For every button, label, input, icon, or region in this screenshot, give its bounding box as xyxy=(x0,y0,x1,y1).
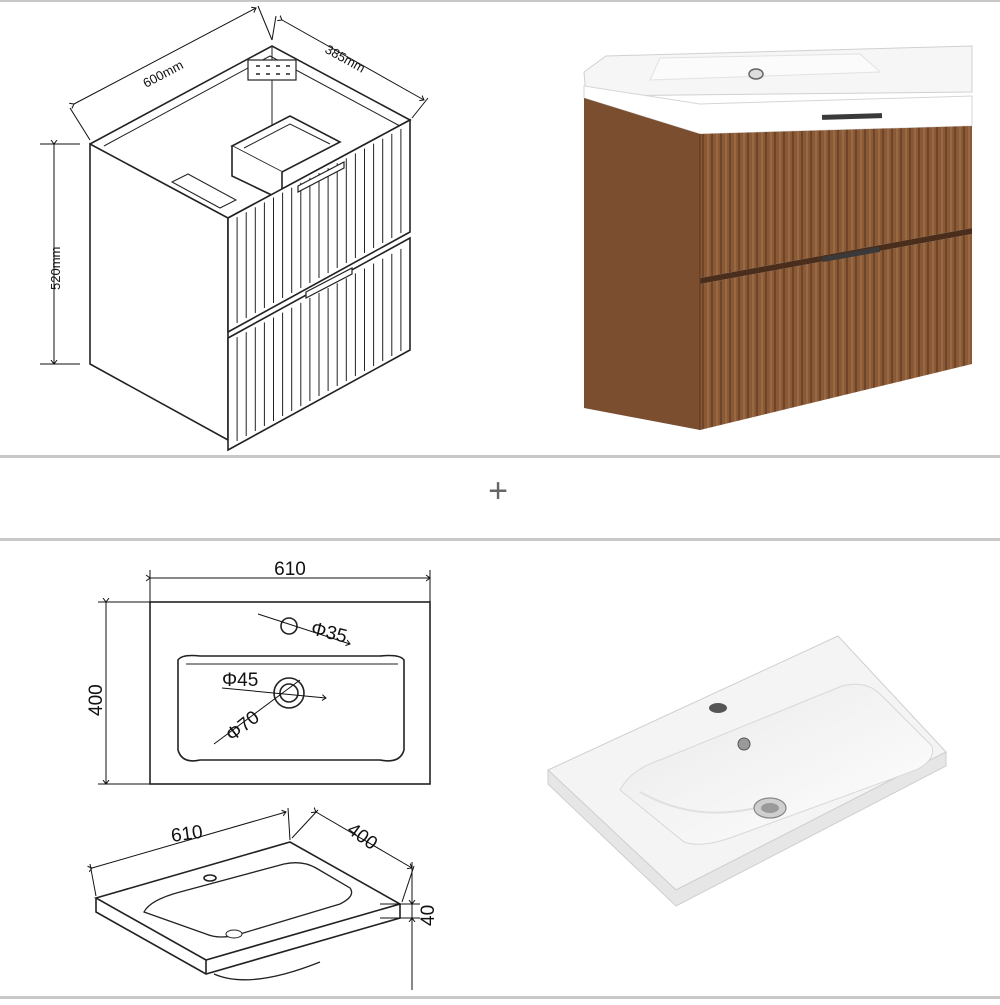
basin-render xyxy=(547,635,947,907)
basin-plan-dimensions xyxy=(98,570,430,784)
top-border xyxy=(0,0,1000,2)
combine-plus: + xyxy=(488,472,508,510)
basin-iso-drawing xyxy=(93,841,403,981)
divider-bottom xyxy=(0,538,1000,541)
basin-iso-dimensions xyxy=(90,808,420,990)
cabinet-dimensions xyxy=(40,5,429,364)
basin-width-label: 610 xyxy=(274,559,306,580)
bottom-border xyxy=(0,996,1000,999)
cabinet-depth-label: 385mm xyxy=(323,42,368,76)
iso-depth-label: 400 xyxy=(343,819,381,855)
basin-plan-drawing xyxy=(149,601,431,785)
cabinet-render xyxy=(583,45,973,430)
divider-top xyxy=(0,455,1000,458)
waste-label: Φ45 xyxy=(222,670,258,691)
iso-width-label: 610 xyxy=(170,822,204,847)
basin-depth-label: 400 xyxy=(86,684,107,716)
cabinet-width-label: 600mm xyxy=(140,57,185,91)
cabinet-height-label: 520mm xyxy=(48,247,63,290)
cabinet-line-drawing xyxy=(89,45,412,452)
thickness-label: 40 xyxy=(418,905,439,926)
